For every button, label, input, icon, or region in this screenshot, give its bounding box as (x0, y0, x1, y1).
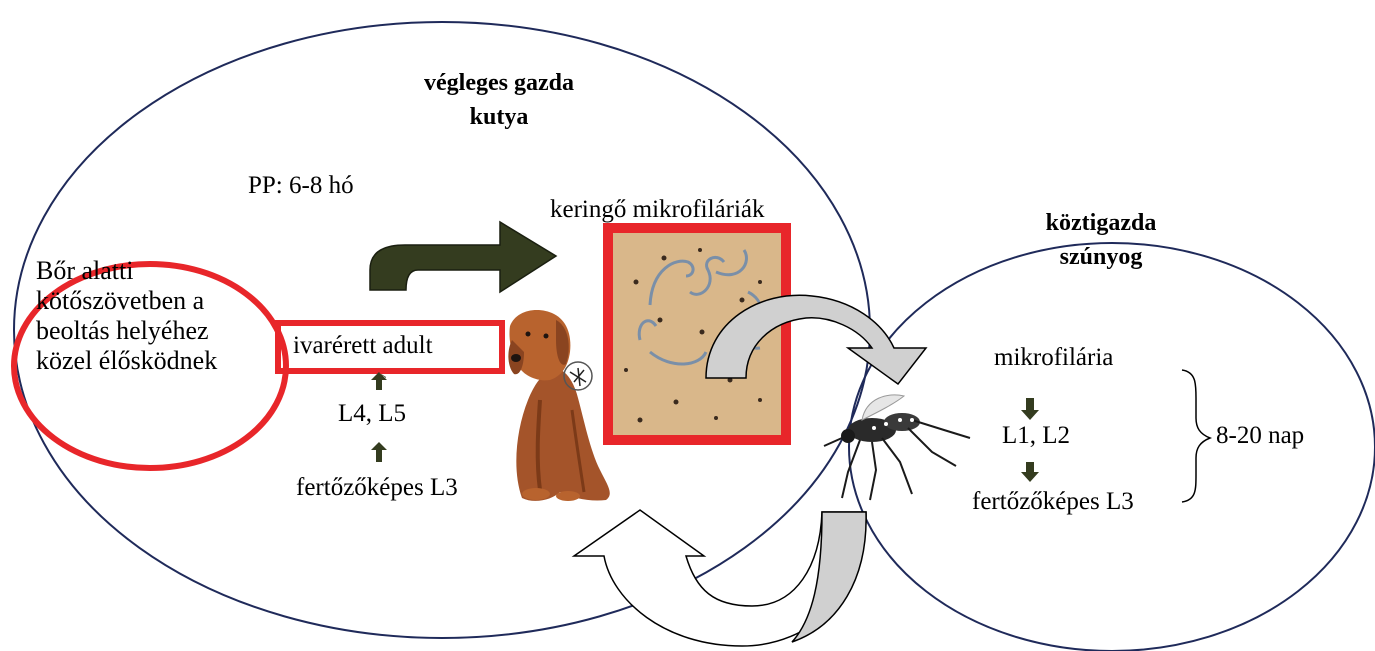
location-text: Bőr alatti kötőszövetben a beoltás helyé… (36, 256, 217, 376)
location-line-4: közel élősködnek (36, 346, 217, 376)
arrow-up-l3-to-l4l5 (371, 442, 387, 462)
arrow-down-l1l2-to-l3 (1021, 462, 1039, 482)
location-line-1: Bőr alatti (36, 256, 217, 286)
arrow-up-l4l5-to-adult (371, 372, 387, 390)
location-line-2: kötőszövetben a (36, 286, 217, 316)
arrow-down-mf-to-l1l2 (1021, 398, 1039, 420)
prepatent-period-label: PP: 6-8 hó (248, 172, 354, 201)
duration-label: 8-20 nap (1216, 422, 1304, 451)
stage-l1l2-label: L1, L2 (1002, 422, 1070, 451)
duration-brace (1182, 370, 1210, 502)
stage-microfilaria-label: mikrofilária (994, 344, 1113, 373)
dog-illustration (508, 310, 609, 501)
intermediate-host-title: köztigazda szúnyog (1018, 210, 1184, 271)
adult-to-microfilariae-arrow (370, 222, 556, 292)
intermediate-host-title-line1: köztigazda (1018, 210, 1184, 238)
mosquito-illustration (824, 395, 970, 500)
definitive-host-title: végleges gazda kutya (386, 70, 612, 131)
definitive-host-title-line2: kutya (386, 104, 612, 132)
intermediate-host-title-line2: szúnyog (1018, 244, 1184, 272)
location-line-3: beoltás helyéhez (36, 316, 217, 346)
stage-l3-dog-label: fertőzőképes L3 (296, 474, 458, 503)
adult-stage-label: ivarérett adult (293, 332, 433, 361)
circulating-microfilariae-label: keringő mikrofiláriák (550, 196, 765, 225)
stage-l4l5-label: L4, L5 (338, 400, 406, 429)
stage-l3-mosquito-label: fertőzőképes L3 (972, 488, 1134, 517)
definitive-host-title-line1: végleges gazda (386, 70, 612, 98)
